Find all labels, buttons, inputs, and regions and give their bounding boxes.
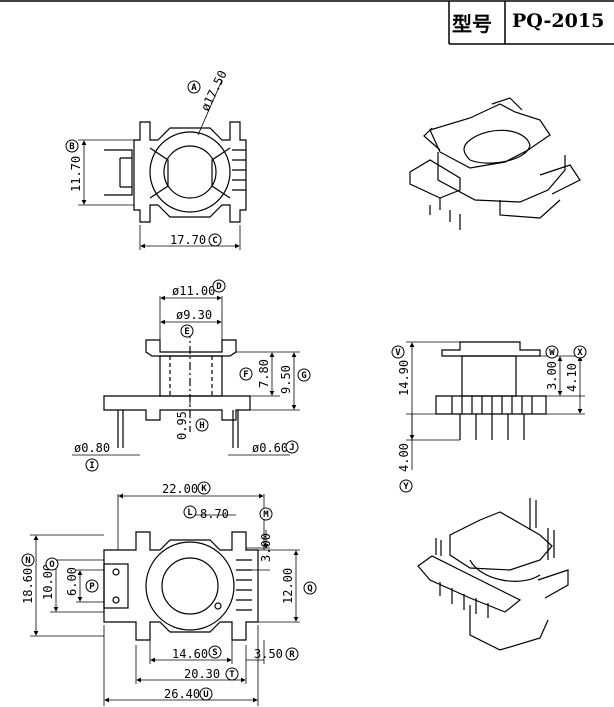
svg-text:E: E — [184, 327, 189, 337]
svg-text:N: N — [25, 556, 30, 566]
svg-text:O: O — [49, 560, 55, 570]
dim-I-value: ø0.80 — [74, 441, 110, 455]
isometric-view-bottom — [417, 498, 569, 651]
marker-B: B — [65, 139, 79, 153]
marker-E: E — [180, 324, 194, 338]
front-view — [435, 341, 547, 440]
svg-text:K: K — [201, 484, 207, 494]
svg-text:P: P — [89, 582, 95, 592]
marker-F: F — [239, 367, 253, 381]
svg-text:Y: Y — [403, 482, 409, 492]
dim-L-value: 8.70 — [200, 507, 229, 521]
marker-G: G — [297, 368, 311, 382]
dim-X-value: 4.10 — [565, 363, 579, 392]
svg-text:M: M — [263, 510, 269, 520]
dim-W-value: 3.00 — [545, 361, 559, 390]
svg-text:U: U — [203, 690, 208, 700]
svg-text:D: D — [216, 282, 222, 292]
svg-text:A: A — [191, 83, 197, 93]
dim-K-value: 22.00 — [162, 482, 198, 496]
dim-Q-value: 12.00 — [281, 568, 295, 604]
marker-S: S — [208, 645, 222, 659]
dim-M-value: 3.00 — [259, 533, 273, 562]
title-block-frame — [0, 0, 614, 45]
dim-A-value: ø17.50 — [198, 68, 230, 113]
top-view — [104, 121, 247, 223]
dim-J-value: ø0.60 — [252, 441, 288, 455]
marker-Q: Q — [303, 581, 317, 595]
marker-X: X — [573, 345, 587, 359]
marker-M: M — [259, 507, 273, 521]
marker-I: I — [85, 458, 99, 472]
dim-O-value: 10.00 — [41, 564, 55, 600]
marker-A: A — [187, 80, 201, 94]
model-label: 型号 — [452, 12, 492, 36]
marker-D: D — [212, 279, 226, 293]
svg-text:X: X — [577, 348, 583, 358]
marker-W: W — [545, 345, 559, 359]
dim-U-value: 26.40 — [164, 687, 200, 701]
marker-T: T — [225, 667, 239, 681]
marker-L: L — [183, 505, 197, 519]
dim-N-value: 18.60 — [21, 568, 35, 604]
svg-text:Q: Q — [307, 584, 313, 594]
dim-Y-value: 4.00 — [397, 443, 411, 472]
svg-text:R: R — [289, 650, 295, 660]
dim-P-value: 6.00 — [65, 567, 79, 596]
dim-V-value: 14.90 — [397, 360, 411, 396]
dim-H-value: 0.95 — [175, 411, 189, 440]
marker-V: V — [391, 345, 405, 359]
svg-text:J: J — [289, 443, 294, 453]
dim-B-value: 11.70 — [69, 156, 83, 192]
svg-text:F: F — [243, 370, 248, 380]
svg-text:C: C — [212, 236, 217, 246]
svg-text:V: V — [395, 348, 401, 358]
marker-Y: Y — [399, 479, 413, 493]
marker-R: R — [285, 647, 299, 661]
svg-text:S: S — [212, 648, 217, 658]
dim-S-value: 14.60 — [172, 647, 208, 661]
marker-N: N — [21, 553, 35, 567]
marker-P: P — [85, 579, 99, 593]
dim-C-value: 17.70 — [170, 233, 206, 247]
svg-text:G: G — [301, 371, 306, 381]
dim-D-value: ø11.00 — [172, 284, 215, 298]
bottom-view — [103, 531, 259, 641]
svg-text:B: B — [69, 142, 75, 152]
marker-O: O — [45, 557, 59, 571]
dim-T-value: 20.30 — [184, 667, 220, 681]
svg-text:I: I — [89, 461, 94, 471]
dim-F-value: 7.80 — [257, 359, 271, 388]
marker-C: C — [208, 233, 222, 247]
model-number: PQ-2015 — [512, 10, 605, 32]
svg-text:T: T — [229, 670, 235, 680]
reference-markers: A B C D E F G H I J K L M N O P Q R S T … — [21, 80, 587, 701]
marker-U: U — [199, 687, 213, 701]
svg-text:L: L — [187, 508, 193, 518]
marker-H: H — [195, 418, 209, 432]
marker-J: J — [285, 440, 299, 454]
marker-K: K — [197, 481, 211, 495]
dim-E-value: ø9.30 — [176, 308, 212, 322]
svg-text:H: H — [199, 421, 204, 431]
isometric-view-top — [409, 97, 581, 230]
dim-G-value: 9.50 — [279, 365, 293, 394]
dim-R-value: 3.50 — [254, 647, 283, 661]
svg-text:W: W — [549, 348, 555, 358]
